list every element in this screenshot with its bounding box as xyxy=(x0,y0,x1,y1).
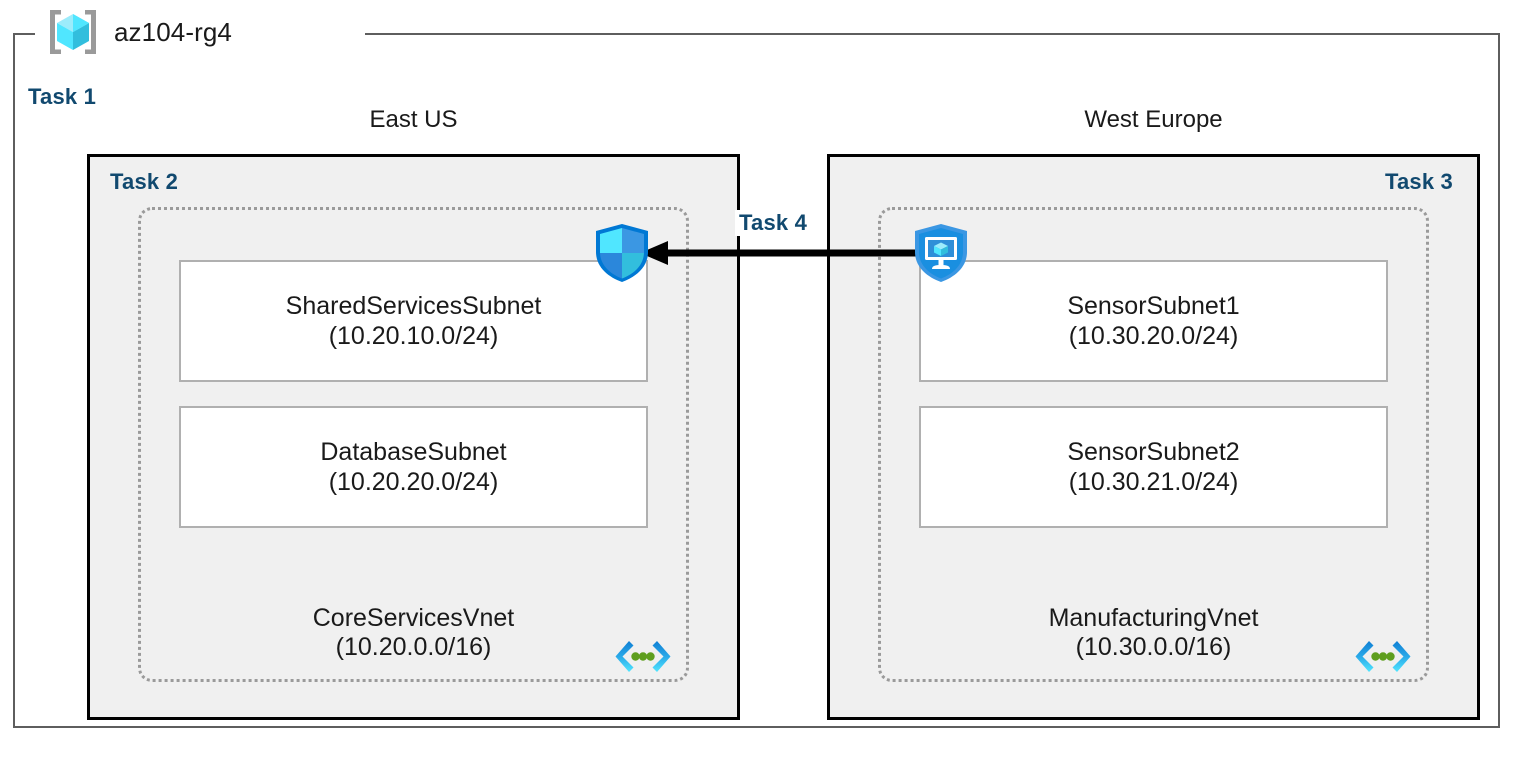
resource-group-header: az104-rg4 xyxy=(44,6,232,58)
subnet-cidr: (10.20.10.0/24) xyxy=(328,322,499,350)
subnet-sensor-1: SensorSubnet1 (10.30.20.0/24) xyxy=(919,260,1388,382)
resource-group-boundary xyxy=(13,33,1500,728)
vnet-name: ManufacturingVnet xyxy=(1048,604,1259,632)
task-4-label: Task 4 xyxy=(735,210,812,236)
vnet-name: CoreServicesVnet xyxy=(312,604,515,632)
subnet-name: DatabaseSubnet xyxy=(320,438,507,466)
task-3-label: Task 3 xyxy=(1384,169,1453,194)
resource-group-cube-icon xyxy=(44,7,102,57)
vnet-manufacturing: SensorSubnet1 (10.30.20.0/24) SensorSubn… xyxy=(878,207,1429,682)
vnet-cidr: (10.30.0.0/16) xyxy=(1075,632,1232,661)
subnet-shared-services: SharedServicesSubnet (10.20.10.0/24) xyxy=(179,260,648,382)
task-2-label: Task 2 xyxy=(110,169,179,194)
resource-group-name: az104-rg4 xyxy=(114,16,232,47)
subnet-sensor-2: SensorSubnet2 (10.30.21.0/24) xyxy=(919,406,1388,528)
subnet-name: SharedServicesSubnet xyxy=(285,292,542,320)
subnet-name: SensorSubnet1 xyxy=(1067,292,1240,320)
subnet-cidr: (10.20.20.0/24) xyxy=(328,468,499,496)
resource-group-title-gap xyxy=(35,22,365,46)
vnet-label-manufacturing: ManufacturingVnet (10.30.0.0/16) xyxy=(881,604,1426,661)
region-box-east-us: Task 2 SharedServicesSubnet (10.20.10.0/… xyxy=(87,154,740,720)
vnet-label-core-services: CoreServicesVnet (10.20.0.0/16) xyxy=(141,604,686,661)
region-caption-west-europe: West Europe xyxy=(1084,106,1223,133)
subnet-cidr: (10.30.21.0/24) xyxy=(1068,468,1239,496)
subnet-cidr: (10.30.20.0/24) xyxy=(1068,322,1239,350)
subnet-database: DatabaseSubnet (10.20.20.0/24) xyxy=(179,406,648,528)
azure-firewall-shield-icon xyxy=(592,222,652,284)
task-1-label: Task 1 xyxy=(28,84,97,109)
network-security-group-shield-icon xyxy=(911,222,971,284)
region-caption-east-us: East US xyxy=(369,106,458,133)
vnet-cidr: (10.20.0.0/16) xyxy=(335,632,492,661)
vnet-core-services: SharedServicesSubnet (10.20.10.0/24) Dat… xyxy=(138,207,689,682)
subnet-name: SensorSubnet2 xyxy=(1067,438,1240,466)
